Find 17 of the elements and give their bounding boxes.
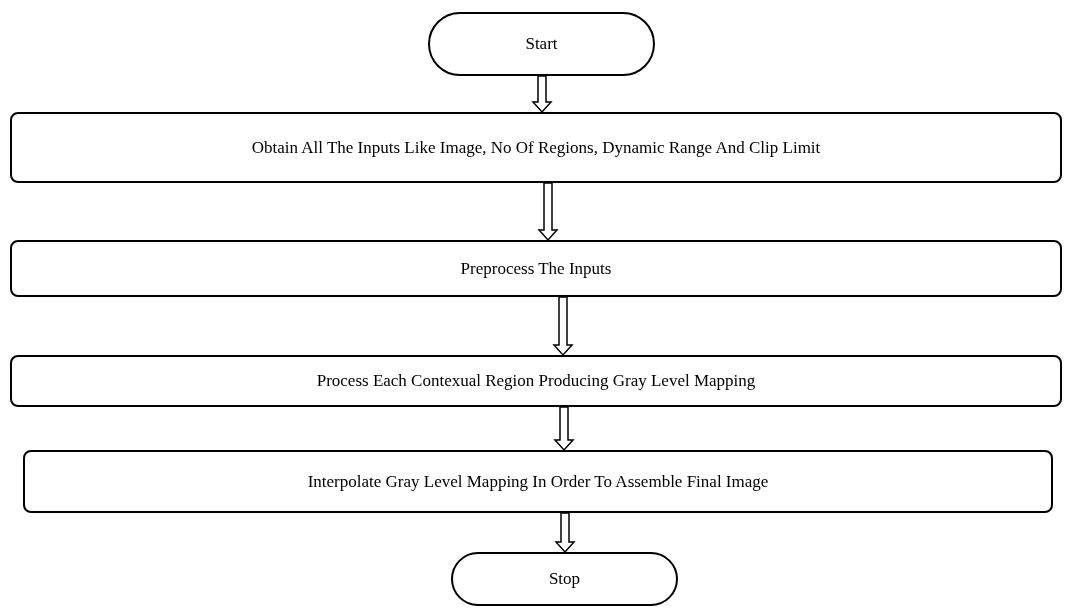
node-label: Preprocess The Inputs bbox=[460, 258, 612, 279]
node-label: Process Each Contexual Region Producing Gray Level Mapping bbox=[316, 371, 756, 391]
terminal-pill bbox=[428, 12, 655, 76]
block-arrow bbox=[537, 182, 559, 242]
block-arrow bbox=[554, 512, 576, 554]
block-arrow bbox=[531, 75, 553, 114]
process-box bbox=[23, 450, 1053, 513]
process-box bbox=[10, 240, 1062, 297]
node-label: Interpolate Gray Level Mapping In Order To Assemble Final Image bbox=[307, 471, 769, 492]
block-arrow bbox=[552, 296, 574, 357]
process-box bbox=[10, 355, 1062, 407]
terminal-pill bbox=[451, 552, 678, 606]
node-label: Stop bbox=[548, 569, 581, 589]
process-box bbox=[10, 112, 1062, 183]
node-label: Obtain All The Inputs Like Image, No Of Regions, Dynamic Range And Clip Limit bbox=[251, 137, 821, 158]
node-label: Start bbox=[525, 34, 558, 54]
block-arrow bbox=[553, 406, 575, 452]
